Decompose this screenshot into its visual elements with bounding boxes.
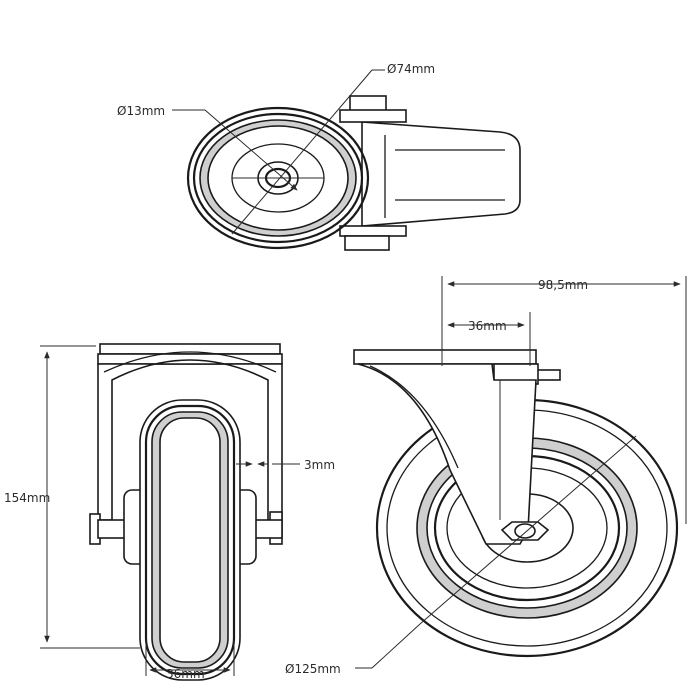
thickness-3-label: 3mm: [304, 458, 335, 472]
front-view: [40, 343, 300, 681]
width-36-bottom-label: 36mm: [166, 667, 205, 681]
diameter-125-label: Ø125mm: [285, 662, 341, 676]
side-view: [353, 276, 687, 669]
width-98-5-label: 98,5mm: [538, 278, 588, 292]
top-view: [172, 69, 521, 251]
diameter-13-label: Ø13mm: [117, 104, 165, 118]
height-154-label: 154mm: [4, 491, 50, 505]
width-36-top-label: 36mm: [468, 319, 507, 333]
diameter-74-label: Ø74mm: [387, 62, 435, 76]
